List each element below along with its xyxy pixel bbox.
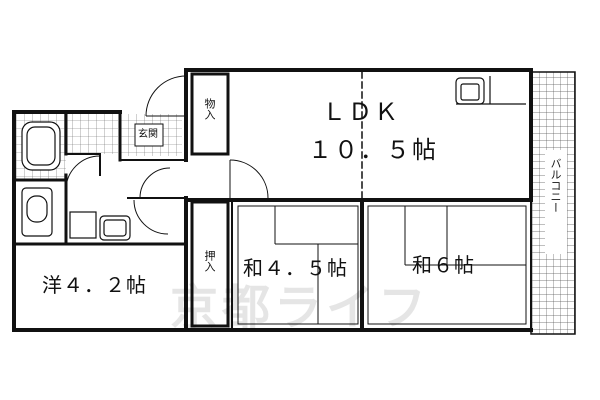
yoshitsu-label: 洋４．２帖 [42, 273, 147, 297]
storage-top-label: 物入 [203, 98, 216, 120]
entrance-label: 玄関 [138, 129, 158, 140]
washitsu-small-label: 和４．５帖 [243, 256, 348, 280]
watermark-logo: 京都ライフ [170, 280, 431, 336]
door-swings [65, 75, 269, 235]
walls [12, 68, 533, 332]
storage-mid-label: 押入 [203, 250, 216, 272]
washitsu-large-label: 和６帖 [412, 253, 475, 277]
fixtures [21, 76, 526, 241]
balcony-area [530, 71, 576, 335]
ldk-size-label: １０．５帖 [308, 136, 438, 164]
tatami-lines [237, 205, 527, 325]
ldk-label: ＬＤＫ [322, 98, 400, 126]
balcony-label: バルコニー [549, 158, 562, 213]
